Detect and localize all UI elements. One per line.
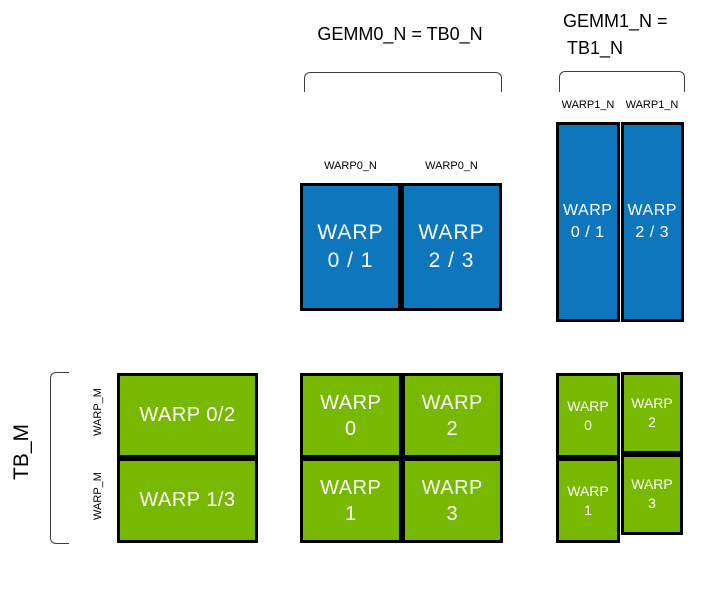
warp-0-box: WARP 0 [300, 373, 402, 458]
warp-box-label: WARP [421, 476, 483, 499]
tb-m-label: TB_M [10, 423, 33, 481]
gemm1-n-title: GEMM1_N = TB1_N [563, 8, 668, 62]
warp-box-ids: 0 / 1 [327, 249, 374, 272]
warp-02-row-box: WARP 0/2 [117, 373, 258, 458]
warp-box-ids: 0 [344, 417, 357, 440]
warp-box-label: WARP 1/3 [139, 489, 236, 511]
warp-2-box: WARP 2 [621, 372, 683, 454]
warp-box-label: WARP [418, 221, 485, 244]
warp-3-box: WARP 3 [621, 453, 683, 535]
gemm1-n-title-line2: TB1_N [567, 38, 624, 58]
warp-box-ids: 1 [584, 501, 592, 518]
gemm0-n-warp-tiles: WARP 0 / 1 WARP 2 / 3 [300, 183, 502, 311]
warp-2-box: WARP 2 [401, 373, 503, 458]
warp-box-label: WARP [317, 221, 384, 244]
gemm1-warp-23-box: WARP 2 / 3 [620, 122, 684, 322]
warp-box-label: WARP [567, 397, 609, 414]
warp-box-ids: 3 [648, 495, 656, 512]
warp0-n-label-row: WARP0_N WARP0_N [300, 160, 502, 172]
gemm1-n-warp-tiles: WARP 0 / 1 WARP 2 / 3 [556, 122, 684, 322]
gemm1-warp-grid-right-col: WARP 2 WARP 3 [621, 372, 683, 535]
gemm0-warp-grid: WARP 0 WARP 2 WARP 1 WARP 3 [300, 373, 503, 543]
warp-box-label: WARP [563, 202, 613, 219]
gemm0-warp-01-box: WARP 0 / 1 [300, 183, 401, 311]
warp-box-ids: 2 [648, 413, 656, 430]
warp-box-label: WARP [320, 476, 382, 499]
tb-m-extent-bracket [50, 372, 69, 544]
gemm1-n-title-line1: GEMM1_N = [563, 11, 668, 31]
warp-box-ids: 2 / 3 [428, 249, 475, 272]
warp-box-ids: 2 [446, 417, 459, 440]
gemm0-n-title: GEMM0_N = TB0_N [317, 24, 483, 44]
warp-1-box: WARP 1 [300, 458, 402, 543]
tb-m-warp-rows: WARP 0/2 WARP 1/3 [117, 373, 258, 543]
warp-box-ids: 0 [584, 416, 592, 433]
warp-box-label: WARP 0/2 [139, 404, 236, 426]
warp0-n-label-left: WARP0_N [324, 160, 377, 172]
warp-0-box: WARP 0 [556, 373, 620, 458]
warp-box-ids: 3 [446, 502, 459, 525]
gemm1-warp-grid-left-col: WARP 0 WARP 1 [556, 373, 620, 543]
warp-box-label: WARP [421, 391, 483, 414]
warp-13-row-box: WARP 1/3 [117, 458, 258, 543]
warp-box-ids: 0 / 1 [570, 224, 605, 241]
warp-box-label: WARP [631, 394, 673, 411]
warp1-n-label-right: WARP1_N [625, 99, 679, 111]
warp-m-label-bottom: WARP_M [92, 472, 104, 520]
gemm1-n-extent-bracket [559, 71, 685, 92]
warp-box-label: WARP [627, 202, 677, 219]
warp-box-ids: 2 / 3 [635, 224, 670, 241]
gemm1-warp-01-box: WARP 0 / 1 [556, 122, 620, 322]
warp-3-box: WARP 3 [401, 458, 503, 543]
warp-box-label: WARP [320, 391, 382, 414]
warp-box-label: WARP [567, 482, 609, 499]
gemm0-n-extent-bracket [304, 72, 502, 92]
warp1-n-label-left: WARP1_N [561, 99, 615, 111]
warp-box-label: WARP [631, 476, 673, 493]
warp-m-label-top: WARP_M [92, 388, 104, 436]
warp-1-box: WARP 1 [556, 458, 620, 543]
warp1-n-label-row: WARP1_N WARP1_N [556, 99, 684, 111]
warp-box-ids: 1 [344, 502, 357, 525]
warp0-n-label-right: WARP0_N [425, 160, 478, 172]
gemm0-warp-23-box: WARP 2 / 3 [401, 183, 502, 311]
